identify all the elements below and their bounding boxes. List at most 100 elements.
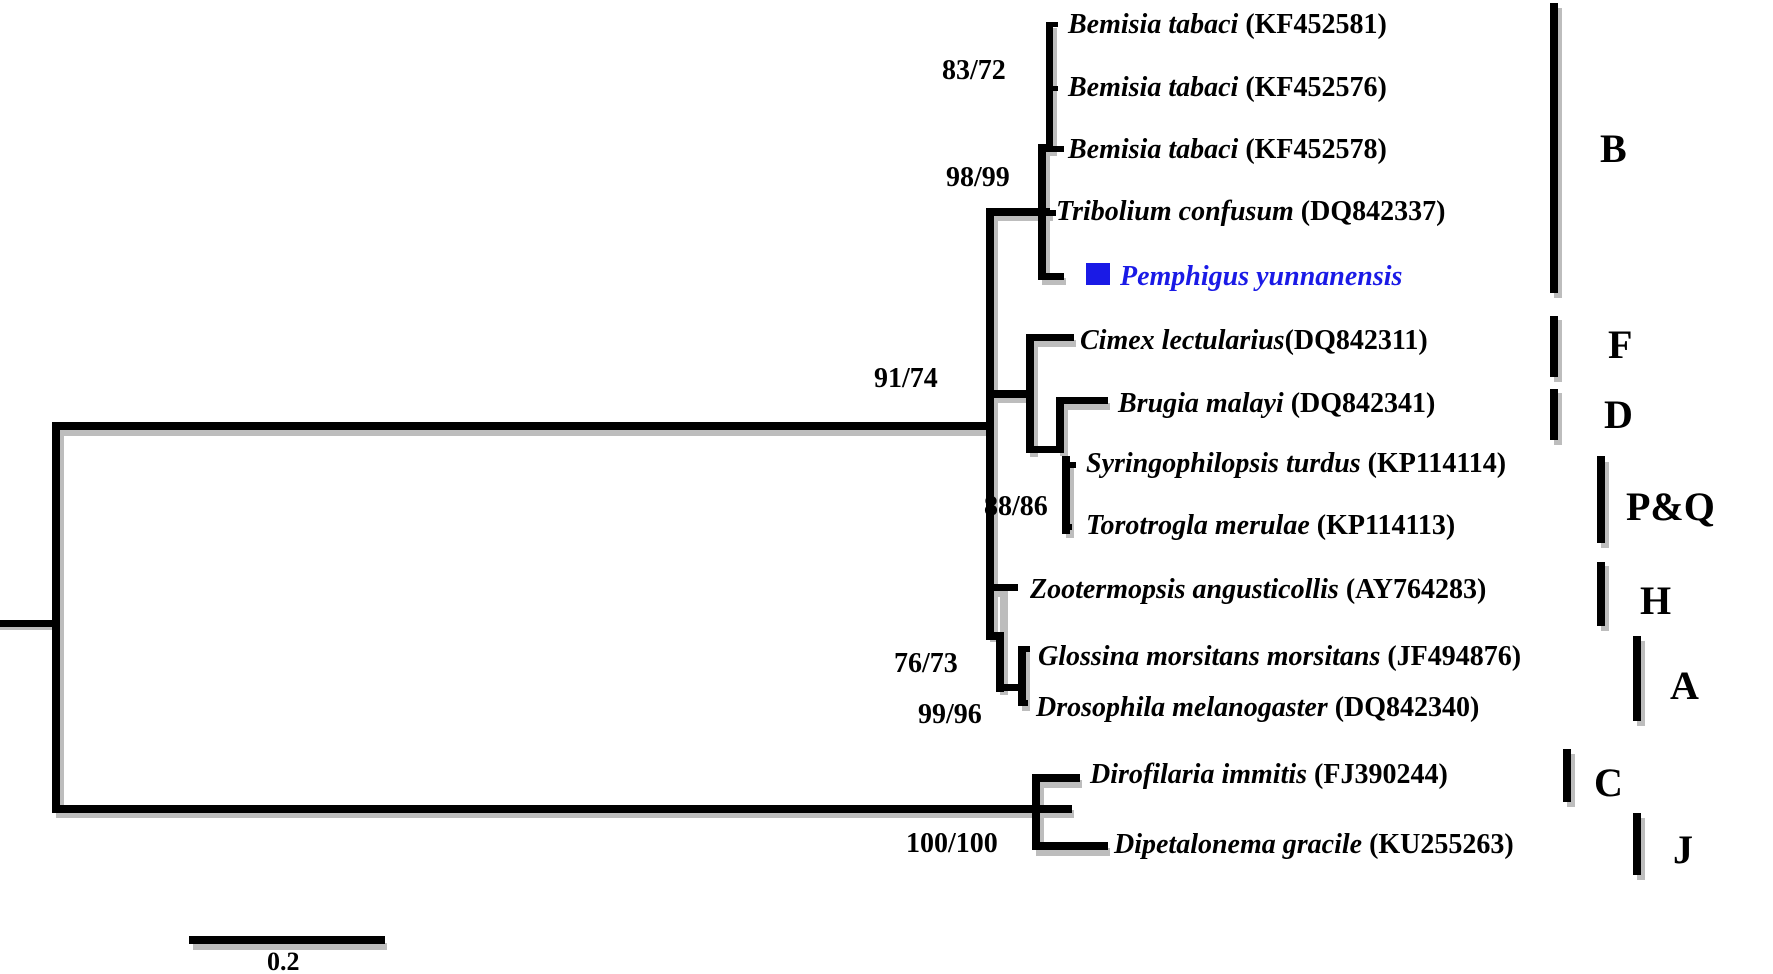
pq-vertical-branch [1062, 456, 1070, 534]
accession-number: (KF452576) [1245, 72, 1387, 103]
ingroup-stem-branch [52, 422, 986, 430]
group-label: P&Q [1626, 484, 1715, 529]
highlight-square-icon [1086, 263, 1110, 285]
taxon-label-highlighted: Pemphigus yunnanensis [1119, 261, 1403, 292]
ha-stem-branch [986, 632, 996, 640]
group-label: H [1640, 578, 1671, 623]
species-name: Bemisia tabaci [1067, 72, 1239, 103]
group-bracket-pq [1597, 456, 1605, 543]
species-name: Glossina morsitans morsitans [1038, 641, 1380, 672]
group-bracket-d [1550, 389, 1558, 440]
root-stub [0, 620, 60, 627]
zootermopsis-tip-branch [986, 584, 1018, 591]
support-value: 100/100 [906, 828, 998, 859]
pq-tip-1 [1062, 462, 1076, 468]
tribolium-tip-branch [1046, 210, 1056, 216]
pemphigus-tip-branch [1038, 273, 1064, 280]
bemisia-tip-3 [1046, 146, 1064, 152]
filarial-stem-branch [52, 805, 1072, 813]
taxon-label: Drosophila melanogaster (DQ842340) [1035, 692, 1479, 723]
cimex-tip-branch [1026, 334, 1074, 341]
brugia-tip-branch [1056, 397, 1108, 404]
species-name: Bemisia tabaci [1067, 134, 1239, 165]
group-bracket-j [1633, 813, 1641, 875]
a-stem-branch [996, 684, 1022, 691]
filarial-vertical-branch [1032, 774, 1040, 850]
support-value: 98/99 [946, 162, 1010, 193]
drosophila-tip-branch [1018, 700, 1028, 706]
glossina-tip-branch [1018, 646, 1030, 652]
group-label: A [1670, 663, 1699, 708]
dipetalonema-tip-branch [1032, 842, 1108, 850]
group-bracket-a [1633, 636, 1641, 721]
accession-number: (KP114114) [1368, 448, 1506, 479]
accession-number: (KP114113) [1317, 510, 1455, 541]
species-name: Tribolium confusum [1056, 196, 1294, 227]
group-label: B [1600, 126, 1627, 171]
clade-b-stem-branch [986, 208, 1050, 216]
group-label: C [1594, 760, 1623, 805]
accession-number: (KF452578) [1245, 134, 1387, 165]
species-name: Torotrogla merulae [1086, 510, 1310, 541]
a-vertical-branch [1018, 646, 1026, 706]
accession-number: (FJ390244) [1314, 759, 1448, 790]
taxon-label: Glossina morsitans morsitans (JF494876) [1038, 641, 1521, 672]
support-values: 83/72 98/99 91/74 88/86 76/73 99/96 100/… [874, 55, 1048, 859]
taxon-label: Cimex lectularius(DQ842311) [1080, 325, 1428, 356]
support-value: 76/73 [894, 648, 958, 679]
pq-tip-2 [1062, 524, 1072, 530]
taxon-label: Dipetalonema gracile (KU255263) [1113, 829, 1514, 860]
support-value: 88/86 [984, 491, 1048, 522]
accession-number: (DQ842311) [1285, 325, 1428, 356]
dpq-vertical-branch [1056, 397, 1064, 453]
a-stem-vertical-branch [996, 632, 1004, 692]
species-name: Drosophila melanogaster [1035, 692, 1329, 723]
taxon-label: Brugia malayi (DQ842341) [1117, 388, 1435, 419]
bemisia-tip-2 [1046, 86, 1058, 91]
ingroup-vertical-branch [986, 208, 994, 638]
group-bracket-f [1550, 316, 1558, 377]
accession-number: (KU255263) [1369, 829, 1514, 860]
accession-number: (DQ842337) [1301, 196, 1446, 227]
scale-bar-line [189, 936, 385, 944]
dirofilaria-tip-branch [1032, 774, 1080, 782]
species-name: Brugia malayi [1117, 388, 1284, 419]
group-label: J [1673, 827, 1693, 872]
support-value: 83/72 [942, 55, 1006, 86]
taxon-label: Dirofilaria immitis (FJ390244) [1089, 759, 1448, 790]
species-name: Bemisia tabaci [1067, 9, 1239, 40]
species-name: Dipetalonema gracile [1113, 829, 1362, 860]
root-vertical-branch [52, 422, 60, 812]
accession-number: (KF452581) [1245, 9, 1387, 40]
fdpq-vertical-branch [1026, 334, 1034, 452]
group-brackets [1550, 3, 1641, 875]
group-label: F [1608, 322, 1632, 367]
bemisia-tip-1 [1046, 22, 1058, 27]
taxon-label: Syringophilopsis turdus (KP114114) [1086, 448, 1506, 479]
accession-number: (AY764283) [1346, 574, 1487, 605]
taxon-label: Bemisia tabaci (KF452578) [1067, 134, 1387, 165]
support-value: 99/96 [918, 699, 982, 730]
group-label: D [1604, 392, 1633, 437]
group-bracket-h [1597, 562, 1605, 626]
species-name: Zootermopsis angusticollis [1029, 574, 1339, 605]
taxon-label: Tribolium confusum (DQ842337) [1056, 196, 1445, 227]
taxon-label: Bemisia tabaci (KF452581) [1067, 9, 1387, 40]
species-name: Dirofilaria immitis [1089, 759, 1307, 790]
scale-bar-label: 0.2 [267, 947, 300, 974]
taxon-label: Bemisia tabaci (KF452576) [1067, 72, 1387, 103]
accession-number: (DQ842340) [1335, 692, 1480, 723]
clade-b-vertical-branch [1038, 144, 1046, 280]
support-value: 91/74 [874, 363, 938, 394]
taxon-label: Torotrogla merulae (KP114113) [1086, 510, 1455, 541]
group-labels: B F D P&Q H A C J [1594, 126, 1715, 872]
accession-number: (JF494876) [1387, 641, 1521, 672]
group-bracket-c [1563, 749, 1571, 802]
species-name: Cimex lectularius [1080, 325, 1285, 356]
species-name: Syringophilopsis turdus [1086, 448, 1361, 479]
taxon-label: Zootermopsis angusticollis (AY764283) [1029, 574, 1486, 605]
branches [0, 22, 1108, 850]
accession-number: (DQ842341) [1291, 388, 1436, 419]
scale-bar: 0.2 [189, 936, 385, 974]
